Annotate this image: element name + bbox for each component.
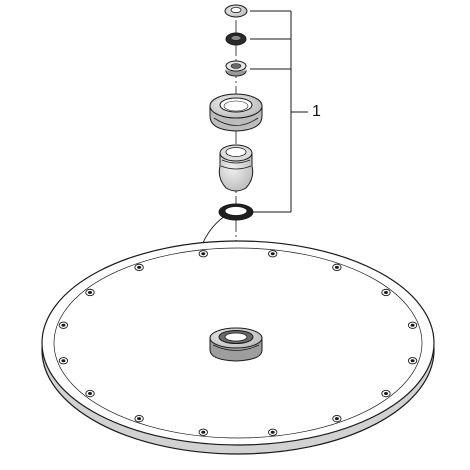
screw-icon <box>58 357 69 365</box>
screw-icon <box>332 415 342 423</box>
coupling-nut-part <box>209 93 263 132</box>
screw-icon <box>381 389 391 398</box>
screw-icon <box>268 250 278 258</box>
plate-screws <box>58 250 418 436</box>
screw-icon <box>332 263 342 271</box>
ball-joint-part <box>218 144 254 192</box>
o-ring-small-part <box>225 32 247 46</box>
screw-icon <box>381 288 391 297</box>
o-ring-large-part <box>218 203 254 221</box>
callout-label-1: 1 <box>312 103 321 120</box>
screw-icon <box>198 250 208 258</box>
screw-icon <box>407 357 418 365</box>
screw-icon <box>134 415 144 423</box>
filter-screen-part <box>225 60 247 77</box>
center-hub-part <box>209 327 263 362</box>
screw-icon <box>58 321 69 329</box>
screw-icon <box>85 288 95 297</box>
small-washer-part <box>224 4 248 18</box>
screw-icon <box>134 263 144 271</box>
callout-bracket <box>250 10 308 213</box>
screw-icon <box>268 428 278 436</box>
screw-icon <box>407 321 418 329</box>
screw-icon <box>85 389 95 398</box>
screw-icon <box>198 428 208 436</box>
